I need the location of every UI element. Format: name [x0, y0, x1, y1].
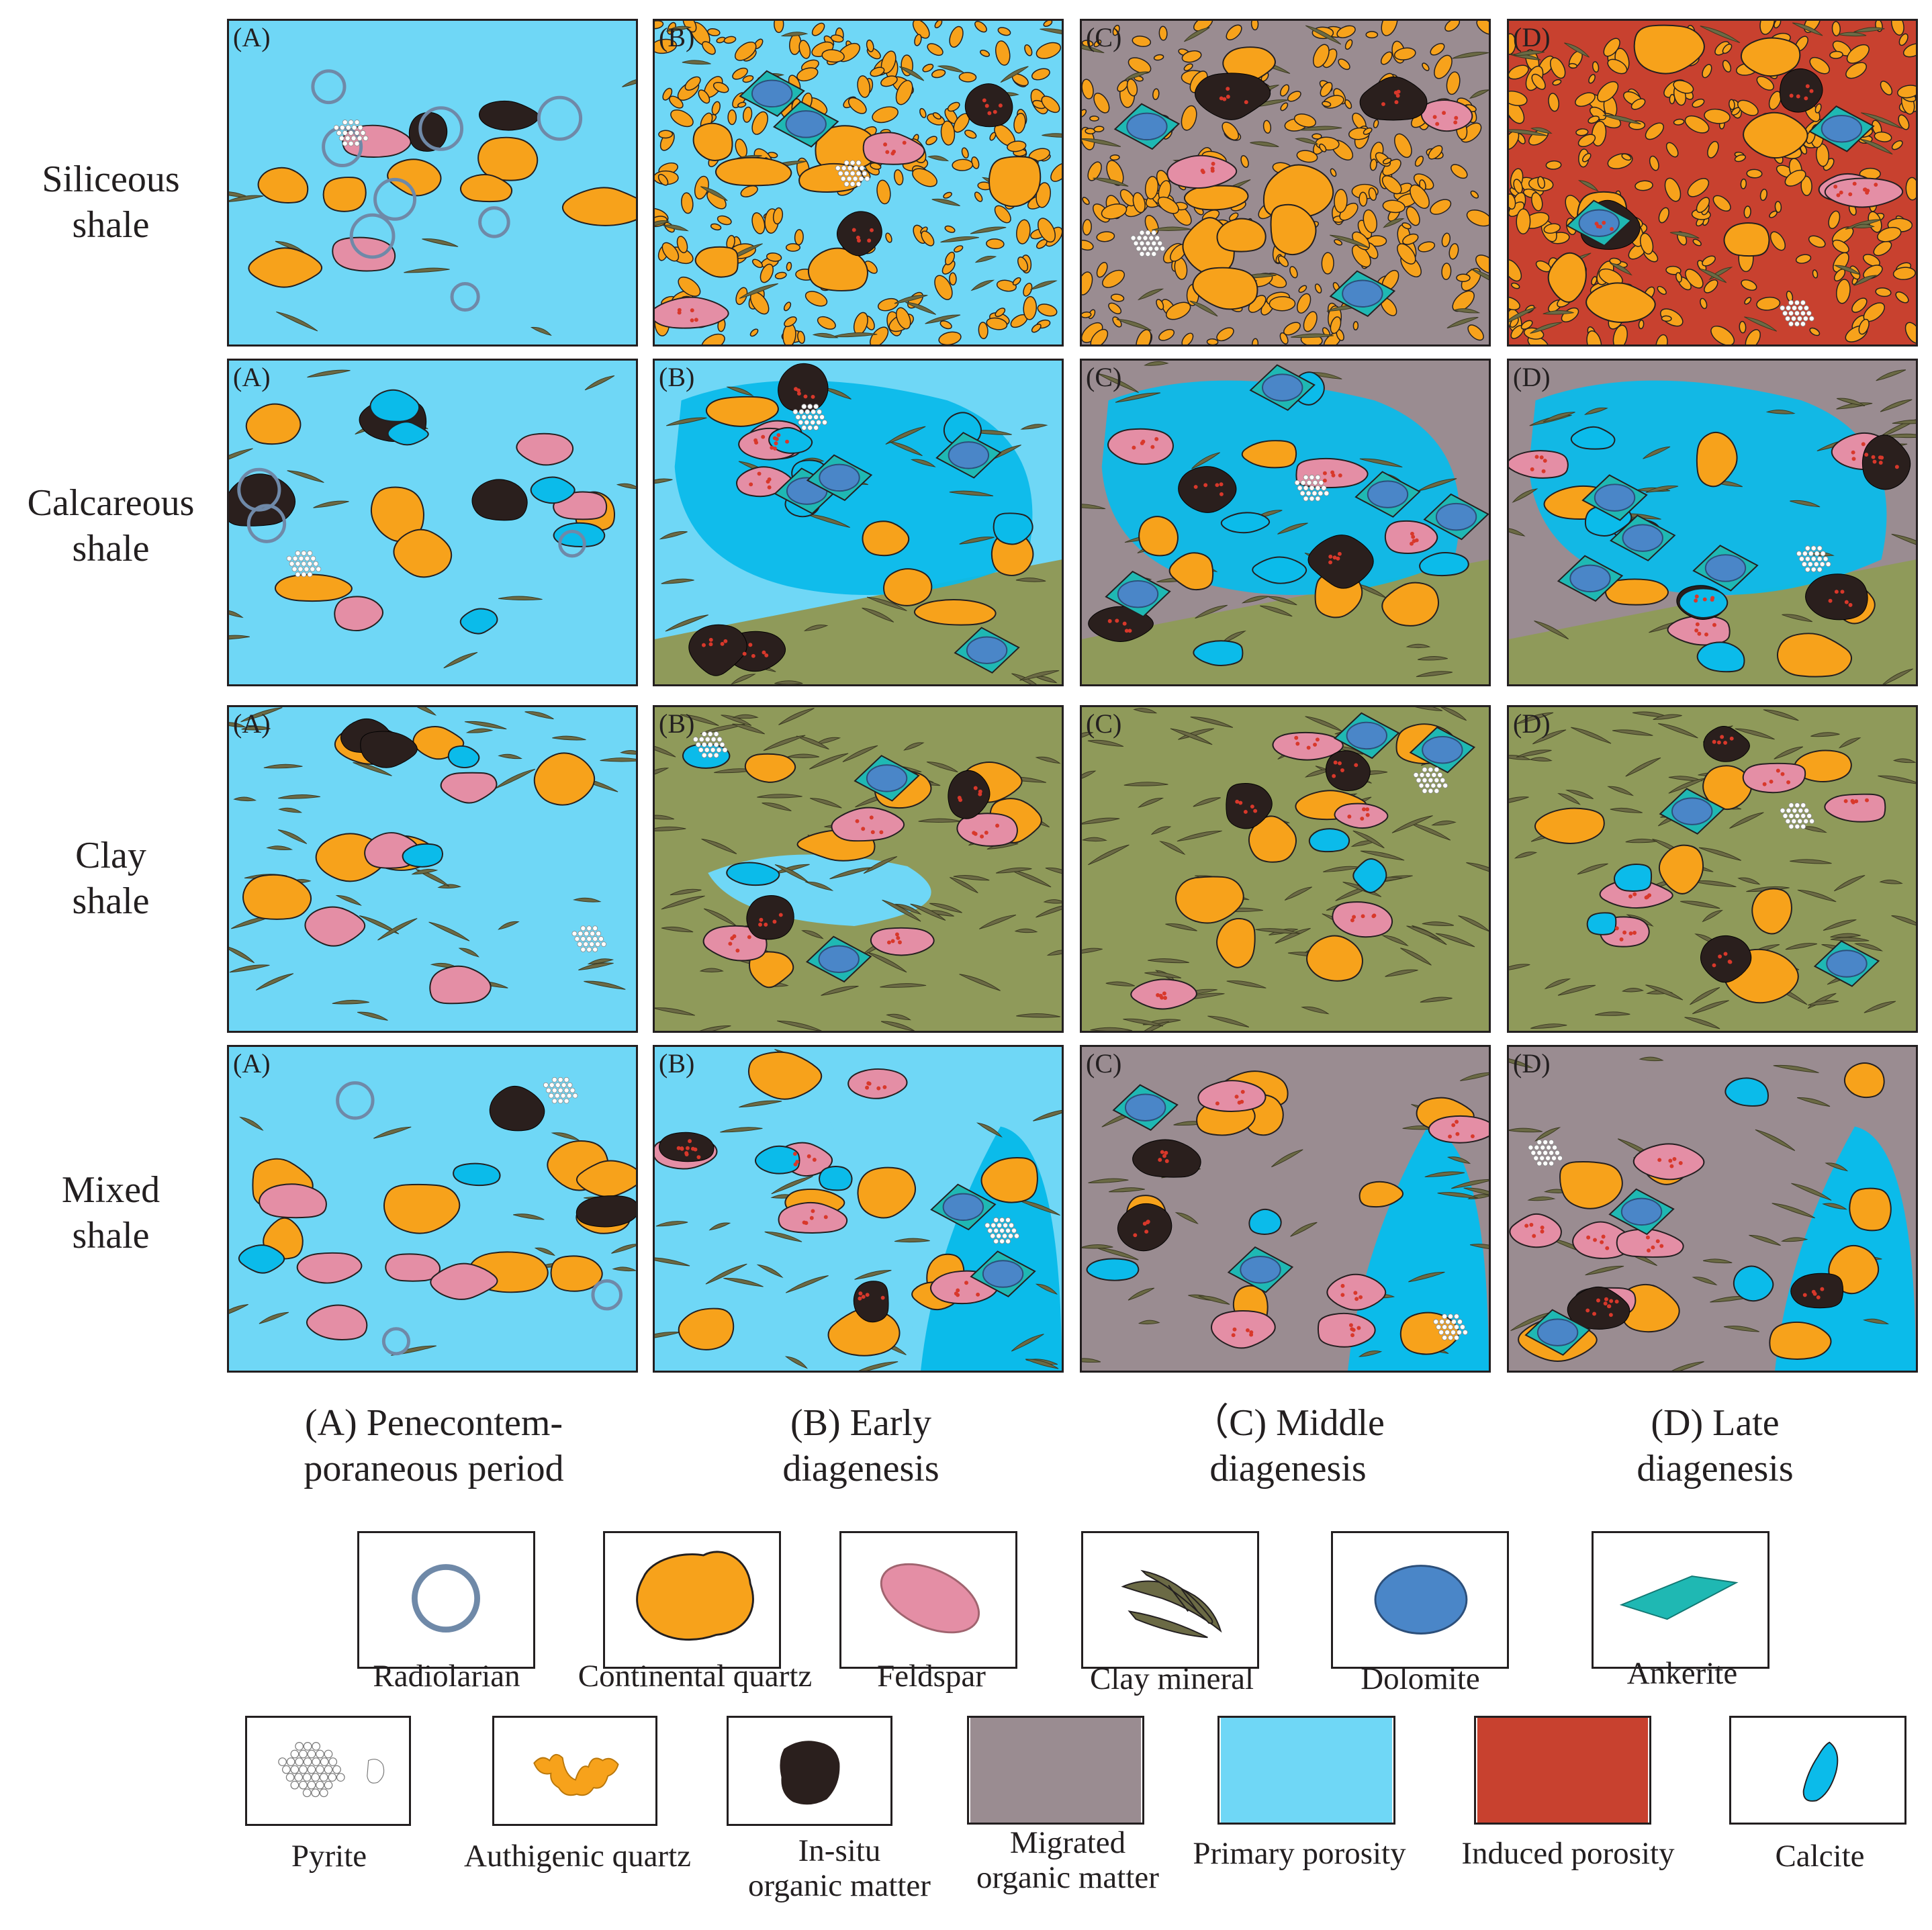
diagenesis-illustration [1509, 361, 1916, 684]
continental-quartz-icon [636, 1551, 754, 1641]
row-label-siliceous: Siliceous shale [42, 158, 180, 246]
legend-label-clay-mineral: Clay mineral [1089, 1661, 1254, 1696]
panel-calcareous-c: (C) [1080, 359, 1491, 686]
dolomite-icon [1374, 1565, 1468, 1635]
diagenesis-illustration [1082, 707, 1489, 1031]
primary-porosity-icon [1220, 1718, 1393, 1823]
diagenesis-illustration [229, 1047, 636, 1371]
diagenesis-illustration [655, 707, 1062, 1031]
panel-letter: (D) [1513, 22, 1551, 52]
in-situ-organic-matter-icon [780, 1741, 840, 1805]
stage-label-c: （C) Middle diagenesis [1191, 1402, 1385, 1489]
panel-mixed-c: (C) [1080, 1045, 1491, 1373]
panel-siliceous-b: (B) [653, 19, 1064, 347]
panel-siliceous-d: (D) [1507, 19, 1918, 347]
panel-letter: (C) [1086, 1048, 1122, 1078]
panel-calcareous-a: (A) [227, 359, 638, 686]
diagenesis-illustration [1509, 707, 1916, 1031]
panel-mixed-b: (B) [653, 1045, 1064, 1373]
panel-clay-b: (B) [653, 705, 1064, 1033]
panel-letter: (C) [1086, 22, 1122, 52]
legend-ankerite [1592, 1531, 1769, 1669]
radiolarian-icon [412, 1564, 480, 1633]
panel-letter: (A) [233, 1048, 271, 1078]
panel-letter: (B) [659, 22, 695, 52]
legend-label-calcite: Calcite [1775, 1839, 1865, 1874]
legend-label-pyrite: Pyrite [291, 1839, 367, 1874]
legend-label-ankerite: Ankerite [1626, 1656, 1738, 1691]
row-label-mixed: Mixed shale [61, 1169, 160, 1256]
panel-letter: (A) [233, 362, 271, 392]
calcite-icon [1802, 1741, 1839, 1802]
panel-letter: (B) [659, 708, 695, 739]
panel-clay-a: (A) [227, 705, 638, 1033]
panel-letter: (D) [1513, 1048, 1551, 1078]
panel-letter: (A) [233, 22, 271, 52]
diagenesis-illustration [655, 21, 1062, 344]
panel-letter: (B) [659, 362, 695, 392]
diagenesis-illustration [229, 707, 636, 1031]
panel-calcareous-d: (D) [1507, 359, 1918, 686]
ankerite-icon [1619, 1575, 1739, 1620]
legend-label-primary-porosity: Primary porosity [1193, 1836, 1406, 1871]
legend-dolomite [1331, 1531, 1509, 1669]
diagenesis-illustration [229, 361, 636, 684]
panel-siliceous-c: (C) [1080, 19, 1491, 347]
diagenesis-illustration [1509, 21, 1916, 344]
legend-label-authigenic-quartz: Authigenic quartz [463, 1839, 692, 1874]
panel-mixed-a: (A) [227, 1045, 638, 1373]
panel-letter: (C) [1086, 362, 1122, 392]
panel-clay-c: (C) [1080, 705, 1491, 1033]
panel-letter: (B) [659, 1048, 695, 1078]
panel-clay-d: (D) [1507, 705, 1918, 1033]
legend-label-radiolarian: Radiolarian [373, 1659, 520, 1694]
feldspar-icon [880, 1563, 980, 1634]
stage-label-d: (D) Late diagenesis [1637, 1402, 1794, 1489]
diagenesis-illustration [1082, 1047, 1489, 1371]
row-label-calcareous: Calcareous shale [27, 482, 195, 569]
legend-authigenic-quartz [492, 1716, 657, 1826]
pyrite-icon [278, 1742, 385, 1798]
legend-label-induced-porosity: Induced porosity [1461, 1836, 1675, 1871]
authigenic-quartz-icon [533, 1753, 619, 1796]
stage-label-a: (A) Penecontem- poraneous period [304, 1402, 564, 1489]
legend-migrated-organic-matter [967, 1716, 1144, 1825]
legend-label-migrated-organic-matter: Migrated organic matter [976, 1825, 1159, 1895]
panel-mixed-d: (D) [1507, 1045, 1918, 1373]
diagenesis-illustration [1082, 21, 1489, 344]
legend-in-situ-organic-matter [727, 1716, 892, 1826]
induced-porosity-icon [1477, 1718, 1649, 1823]
panel-letter: (D) [1513, 362, 1551, 392]
legend-induced-porosity [1474, 1716, 1651, 1825]
legend-label-in-situ-organic-matter: In-situ organic matter [748, 1833, 931, 1903]
legend-label-continental-quartz: Continental quartz [578, 1659, 813, 1694]
panel-letter: (C) [1086, 708, 1122, 739]
diagenesis-illustration [655, 361, 1062, 684]
row-label-clay: Clay shale [72, 835, 150, 922]
panel-letter: (A) [233, 708, 271, 739]
legend-pyrite [245, 1716, 411, 1826]
panel-calcareous-b: (B) [653, 359, 1064, 686]
legend-primary-porosity [1217, 1716, 1395, 1825]
diagenesis-illustration [655, 1047, 1062, 1371]
migrated-organic-matter-icon [970, 1718, 1142, 1823]
clay-mineral-icon [1121, 1569, 1222, 1639]
stage-label-b: (B) Early diagenesis [782, 1402, 939, 1489]
legend-continental-quartz [603, 1531, 781, 1669]
legend-label-dolomite: Dolomite [1361, 1661, 1480, 1696]
legend-feldspar [839, 1531, 1017, 1669]
panel-letter: (D) [1513, 708, 1551, 739]
panel-siliceous-a: (A) [227, 19, 638, 347]
diagenesis-illustration [1509, 1047, 1916, 1371]
legend-clay-mineral [1081, 1531, 1259, 1669]
legend-calcite [1729, 1716, 1906, 1825]
diagenesis-illustration [1082, 361, 1489, 684]
legend-radiolarian [357, 1531, 535, 1669]
legend-label-feldspar: Feldspar [877, 1659, 986, 1694]
diagenesis-illustration [229, 21, 636, 344]
